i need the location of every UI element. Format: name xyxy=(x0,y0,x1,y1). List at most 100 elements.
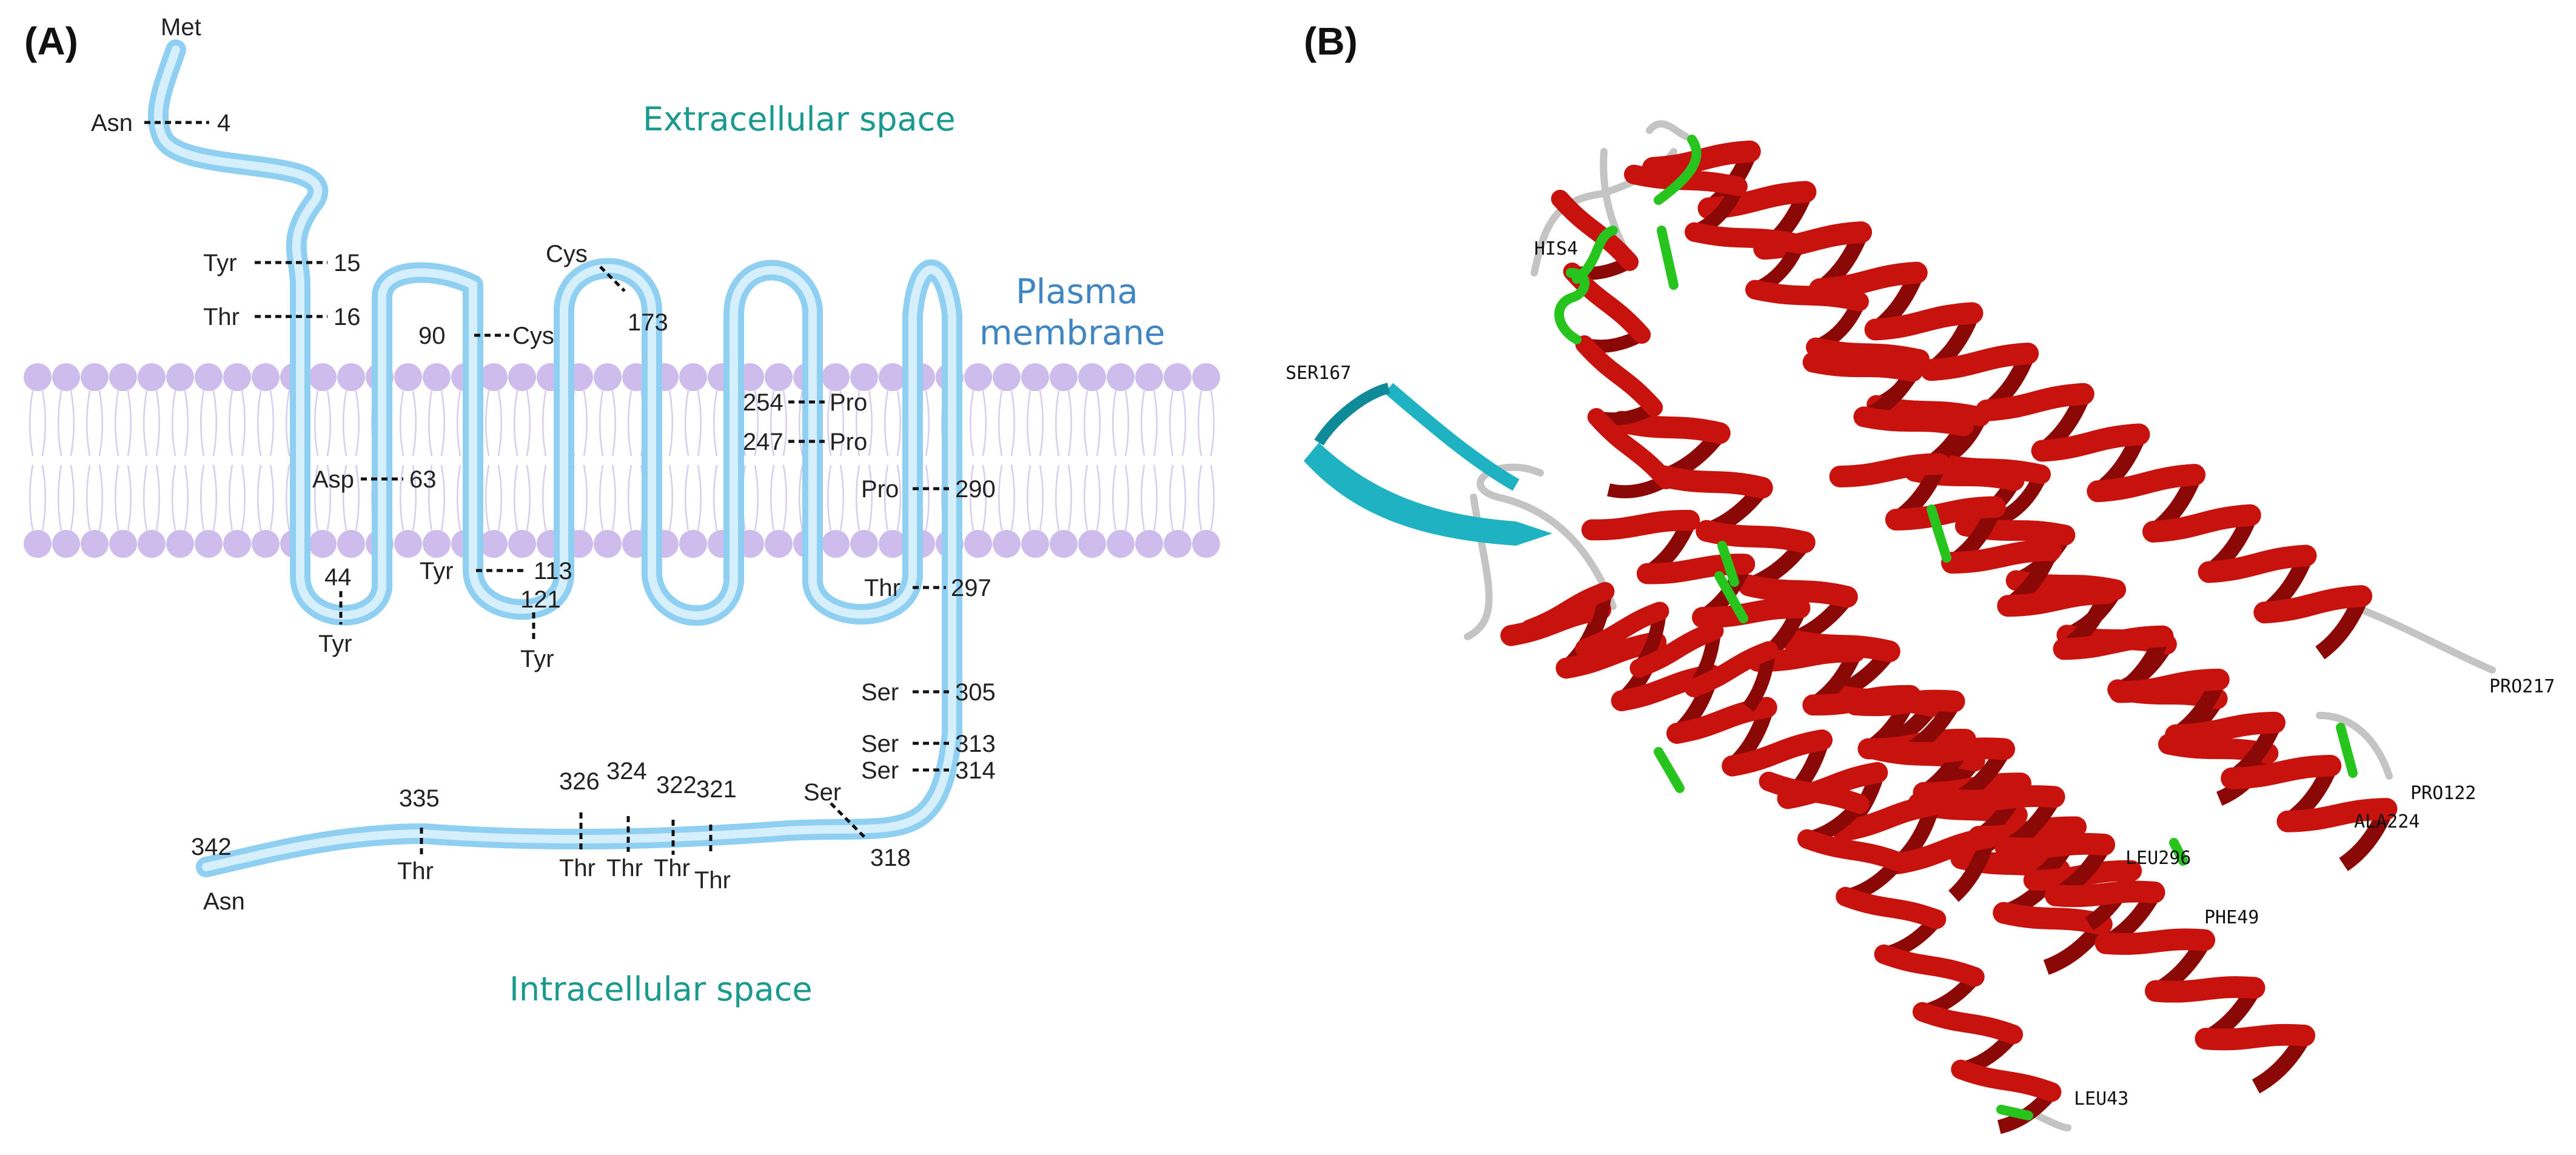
lipid-tail xyxy=(1067,464,1073,531)
lipid-tail xyxy=(114,390,119,457)
lipid-tail xyxy=(228,464,233,531)
lipid-tail xyxy=(1181,390,1187,457)
lipid-head xyxy=(337,363,365,391)
lipid-tail xyxy=(713,464,718,531)
residue-aa-label: Ser xyxy=(861,679,899,706)
lipid-tail xyxy=(884,390,889,457)
lipid-head xyxy=(81,530,109,558)
helix-ribbon-front xyxy=(1587,408,1675,489)
lipid-tail xyxy=(456,390,461,457)
structure-label: LEU296 xyxy=(2125,848,2191,869)
lipid-tail xyxy=(114,464,119,531)
lipid-tail xyxy=(982,390,987,457)
lipid-tail xyxy=(1096,390,1101,457)
lipid-tail xyxy=(497,464,503,531)
lipid-head xyxy=(52,530,80,558)
lipid-tail xyxy=(855,464,860,531)
extracellular-space-label: Extracellular space xyxy=(643,100,956,138)
residue-pos-label: 335 xyxy=(399,785,440,812)
intracellular-space-label: Intracellular space xyxy=(509,970,813,1008)
helix-ribbon-front xyxy=(1696,520,1816,554)
residue-aa-label: Tyr xyxy=(520,646,554,672)
lipid-head xyxy=(765,530,793,558)
structure-label: LEU43 xyxy=(2074,1088,2128,1110)
lipid-tail xyxy=(868,464,873,531)
residue-pos-label: 314 xyxy=(955,757,996,784)
lipid-head xyxy=(1135,363,1163,391)
lipid-tail xyxy=(998,390,1003,457)
lipid-tail xyxy=(1153,464,1158,531)
helix-ribbon-front xyxy=(1642,140,1761,179)
lipid-tail xyxy=(684,390,689,457)
lipid-tail xyxy=(668,390,674,457)
lipid-tail xyxy=(542,464,547,531)
residue-pos-label: 15 xyxy=(334,250,361,276)
lipid-tail xyxy=(1181,464,1187,531)
lipid-tail xyxy=(896,464,902,531)
lipid-head xyxy=(337,530,365,558)
lipid-head xyxy=(879,530,907,558)
helix-ribbon-front xyxy=(1806,337,1930,369)
lipid-tail xyxy=(1039,464,1044,531)
n-terminus-label: Met xyxy=(161,14,201,41)
lipid-head xyxy=(1078,363,1106,391)
residue-pos-label: 290 xyxy=(955,476,996,503)
lipid-head xyxy=(594,530,622,558)
lipid-tail xyxy=(1124,464,1130,531)
lipid-head xyxy=(822,363,850,391)
residue-pos-label: 247 xyxy=(743,429,783,455)
residue-aa-label: Thr xyxy=(397,858,434,885)
structure-label: PHE49 xyxy=(2204,907,2259,928)
lipid-tail xyxy=(326,464,332,531)
helix-ribbon-front xyxy=(2198,544,2317,583)
residue-pos-label: 326 xyxy=(559,768,600,795)
lipid-tail xyxy=(1010,464,1016,531)
lipid-tail xyxy=(1083,390,1088,457)
lipid-tail xyxy=(1169,390,1174,457)
lipid-tail xyxy=(355,390,360,457)
lipid-tail xyxy=(228,390,233,457)
membrane-label-line2: membrane xyxy=(979,313,1165,353)
lipid-tail xyxy=(200,390,205,457)
helix-ribbon-front xyxy=(1629,621,1724,678)
residue-aa-label: Thr xyxy=(864,575,901,601)
lipid-head xyxy=(252,363,280,391)
lipid-tail xyxy=(627,390,632,457)
lipid-tail xyxy=(1010,390,1016,457)
helix-ribbon-front xyxy=(1993,902,2113,936)
lipid-tail xyxy=(171,464,176,531)
lipid-head xyxy=(1192,363,1220,391)
lipid-head xyxy=(1107,530,1135,558)
lipid-head xyxy=(138,363,166,391)
lipid-head xyxy=(993,530,1021,558)
residue-pos-label: 121 xyxy=(520,586,561,613)
residue-pos-label: 4 xyxy=(217,110,230,136)
helix-ribbon-front xyxy=(1864,302,1984,341)
lipid-tail xyxy=(583,464,588,531)
structure-label: HIS4 xyxy=(1534,238,1578,259)
helix-ribbon-front xyxy=(1920,343,2039,381)
helix-ribbon-front xyxy=(1912,1002,2024,1045)
helix-ribbon-front xyxy=(2221,754,2342,789)
residue-aa-label: Thr xyxy=(559,855,595,882)
lipid-tail xyxy=(70,464,75,531)
lipid-tail xyxy=(314,464,319,531)
lipid-head xyxy=(1078,530,1106,558)
residue-aa-label: Cys xyxy=(546,241,588,267)
helix-ribbon-front xyxy=(2142,504,2261,543)
structure-label: PRO217 xyxy=(2489,676,2555,697)
lipid-head xyxy=(195,530,223,558)
lipid-tail xyxy=(611,464,617,531)
lipid-head xyxy=(1021,530,1049,558)
lipid-tail xyxy=(754,390,759,457)
lipid-tail xyxy=(41,464,47,531)
lipid-tail xyxy=(583,390,588,457)
helix-ribbon-front xyxy=(1802,352,1924,382)
lipid-tail xyxy=(1210,464,1215,531)
lipid-tail xyxy=(969,464,974,531)
lipid-tail xyxy=(1140,390,1145,457)
residue-aa-label: Pro xyxy=(830,429,867,455)
lipid-tail xyxy=(713,390,718,457)
helix-ribbon-front xyxy=(1944,785,2065,812)
lipid-head xyxy=(81,363,109,391)
